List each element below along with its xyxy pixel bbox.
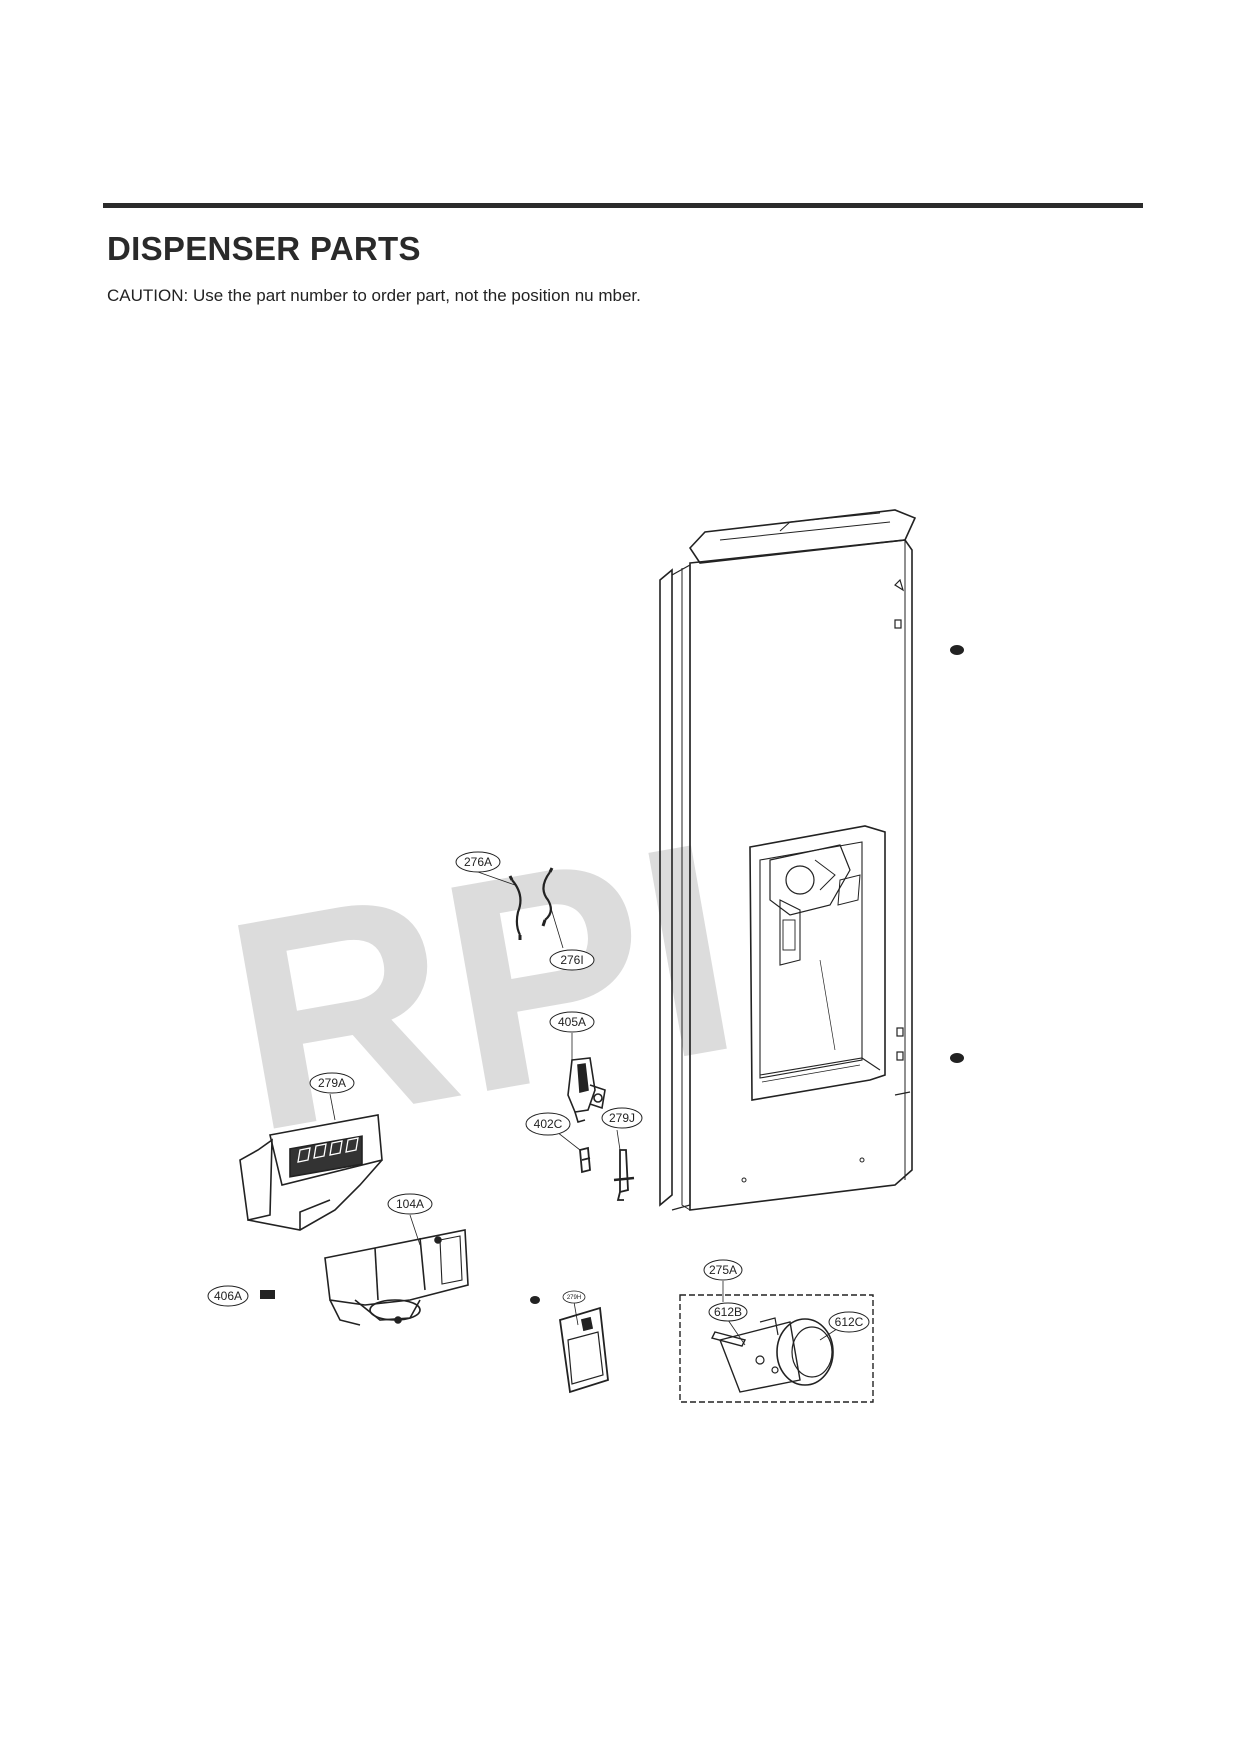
svg-text:402C: 402C: [534, 1117, 563, 1131]
watermark-text: RPI: [207, 777, 758, 1195]
callout-612B: 612B: [708, 1302, 748, 1322]
callout-279H: 279H: [562, 1290, 586, 1304]
motor-assembly-275A: [679, 1294, 874, 1403]
callout-279A: 279A: [309, 1072, 355, 1094]
svg-text:405A: 405A: [558, 1015, 586, 1029]
callout-276I: 276I: [549, 949, 595, 971]
svg-text:275A: 275A: [709, 1263, 737, 1277]
screw-parts: [530, 645, 964, 1304]
header-rule: [103, 203, 1143, 208]
callout-276A: 276A: [455, 851, 501, 873]
dispenser-cover-279A: [239, 1114, 383, 1231]
small-parts-402C-279J: [579, 1146, 635, 1201]
actuator-part-405A: [567, 1057, 606, 1123]
lever-part-279H: [559, 1306, 609, 1394]
svg-text:279A: 279A: [318, 1076, 346, 1090]
svg-text:104A: 104A: [396, 1197, 424, 1211]
svg-text:279H: 279H: [567, 1295, 581, 1301]
callout-104A: 104A: [387, 1193, 433, 1215]
svg-text:276A: 276A: [464, 855, 492, 869]
small-part-406A: [260, 1290, 275, 1299]
funnel-part-104A: [324, 1229, 469, 1326]
wire-harness-parts: [508, 867, 554, 940]
door-assembly: [659, 509, 917, 1211]
caution-note: CAUTION: Use the part number to order pa…: [107, 286, 641, 305]
callout-612C: 612C: [828, 1311, 870, 1333]
svg-text:406A: 406A: [214, 1289, 242, 1303]
svg-text:612B: 612B: [714, 1305, 742, 1319]
page-title: DISPENSER PARTS: [107, 230, 421, 267]
callout-406A: 406A: [207, 1285, 249, 1307]
svg-text:612C: 612C: [835, 1315, 864, 1329]
callout-402C: 402C: [525, 1112, 571, 1136]
svg-text:276I: 276I: [560, 953, 583, 967]
callout-279J: 279J: [601, 1107, 643, 1129]
callout-405A: 405A: [549, 1011, 595, 1033]
svg-text:279J: 279J: [609, 1111, 635, 1125]
callout-275A: 275A: [703, 1259, 743, 1281]
